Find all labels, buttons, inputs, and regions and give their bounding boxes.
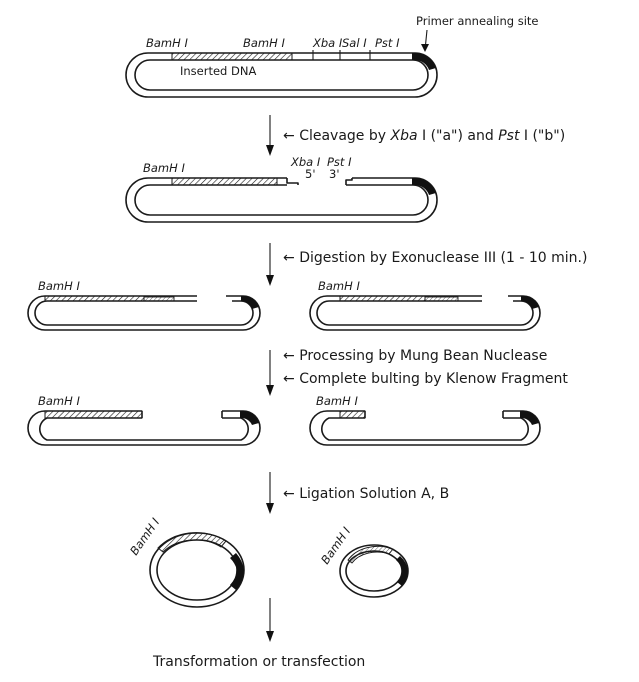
bamhi-label-row4-right: BamH I bbox=[316, 394, 358, 408]
primer-site-block bbox=[412, 52, 436, 70]
cleaved-plasmid bbox=[125, 177, 438, 223]
bamhi-label-1: BamH I bbox=[146, 36, 188, 50]
circular-plasmid-large bbox=[149, 532, 245, 608]
blunted-right bbox=[309, 410, 541, 446]
inserted-dna-label: Inserted DNA bbox=[180, 64, 256, 78]
intact-plasmid bbox=[125, 50, 438, 98]
inserted-dna-block bbox=[171, 52, 293, 61]
primer-site-label: Primer annealing site bbox=[416, 14, 538, 28]
sali-label: Sal I bbox=[342, 36, 367, 50]
down-arrow-5 bbox=[266, 598, 274, 642]
bamhi-label-row2: BamH I bbox=[143, 161, 185, 175]
xbai-label-row2: Xba I bbox=[290, 155, 321, 169]
xbai-label: Xba I bbox=[312, 36, 343, 50]
bamhi-label-2: BamH I bbox=[243, 36, 285, 50]
three-prime-label: 3' bbox=[329, 167, 339, 181]
down-arrow-3 bbox=[266, 350, 274, 396]
bamhi-label-circle-left: BamH I bbox=[127, 515, 163, 558]
psti-label: Pst I bbox=[375, 36, 400, 50]
psti-label-row2: Pst I bbox=[327, 155, 352, 169]
down-arrow-1 bbox=[266, 115, 274, 156]
bamhi-label-row4-left: BamH I bbox=[38, 394, 80, 408]
bamhi-label-row3-right: BamH I bbox=[318, 279, 360, 293]
digested-left bbox=[27, 295, 261, 331]
primer-site-arrow bbox=[421, 29, 429, 52]
step-exonuclease: ← Digestion by Exonuclease III (1 - 10 m… bbox=[283, 250, 587, 266]
step-mung-bean: ← Processing by Mung Bean Nuclease bbox=[283, 348, 547, 364]
down-arrow-2 bbox=[266, 243, 274, 286]
step-klenow: ← Complete bulting by Klenow Fragment bbox=[283, 371, 568, 387]
digested-right bbox=[309, 295, 541, 331]
final-step-label: Transformation or transfection bbox=[152, 654, 365, 670]
blunted-left bbox=[27, 410, 261, 446]
bamhi-label-row3-left: BamH I bbox=[38, 279, 80, 293]
down-arrow-4 bbox=[266, 472, 274, 514]
five-prime-label: 5' bbox=[305, 167, 315, 181]
step-ligation: ← Ligation Solution A, B bbox=[283, 486, 449, 502]
step-cleavage: ← Cleavage by Xba I ("a") and Pst I ("b"… bbox=[283, 128, 565, 144]
circular-plasmid-small bbox=[339, 544, 409, 598]
